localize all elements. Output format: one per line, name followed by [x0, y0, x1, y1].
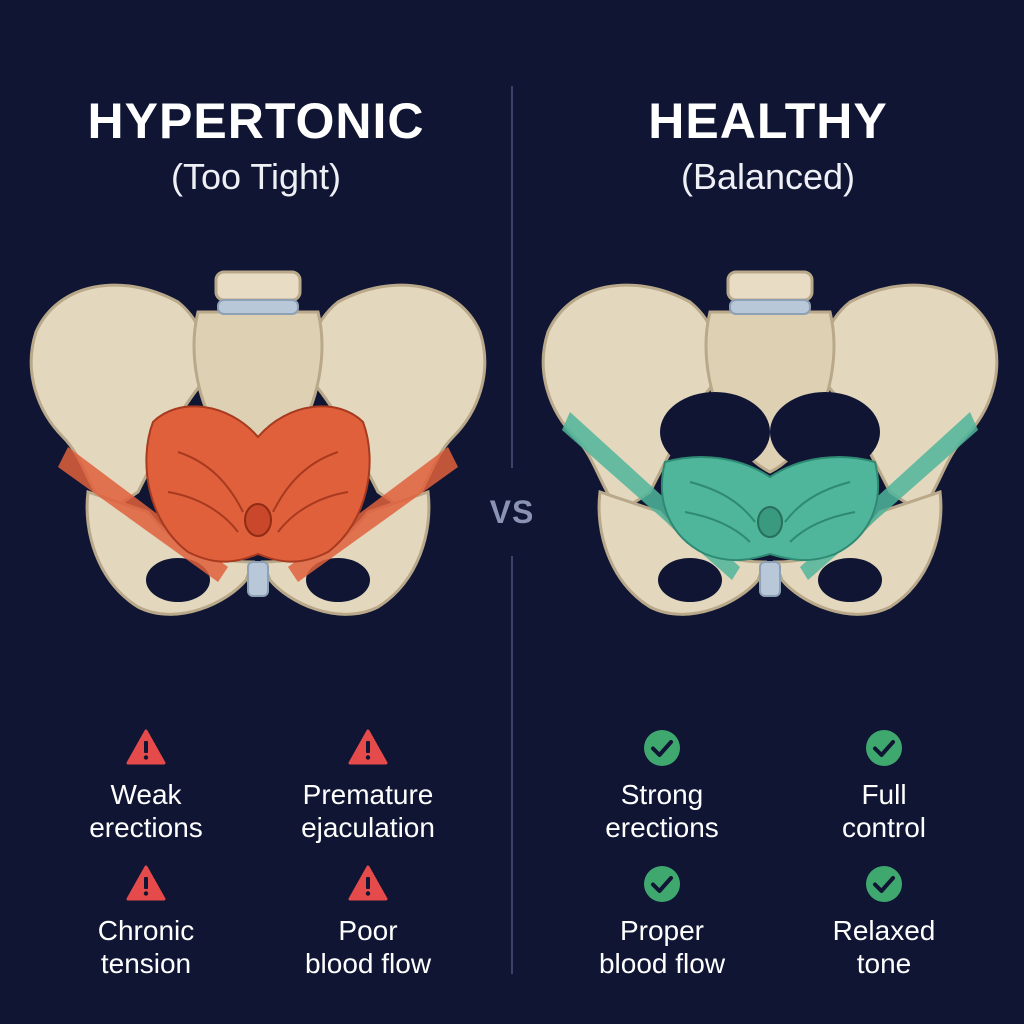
left-obturator [146, 558, 210, 602]
hypertonic-item-weak-erections: Weak erections [36, 728, 256, 844]
healthy-item-strong-erections: Strong erections [552, 728, 772, 844]
check-circle-icon [644, 730, 680, 766]
spinal-disc [217, 299, 299, 315]
anal-opening [757, 506, 783, 538]
left-obturator [658, 558, 722, 602]
vertebra [214, 270, 302, 302]
hypertonic-item-chronic-tension: Chronic tension [36, 864, 256, 980]
right-pelvic-opening [770, 392, 880, 472]
vs-label: VS [489, 494, 535, 530]
healthy-pelvis-illustration [541, 270, 999, 616]
anal-opening [244, 503, 272, 537]
right-obturator [306, 558, 370, 602]
hypertonic-item-premature-ejaculation: Premature ejaculation [258, 728, 478, 844]
check-circle-icon [644, 866, 680, 902]
healthy-item-relaxed-tone: Relaxed tone [774, 864, 994, 980]
check-circle-icon [866, 866, 902, 902]
vertebra [726, 270, 814, 302]
spinal-disc [729, 299, 811, 315]
hypertonic-title: HYPERTONIC [87, 93, 425, 149]
healthy-item-full-control: Full control [774, 728, 994, 844]
center-divider-bottom [511, 556, 513, 974]
hypertonic-pelvic-floor-muscles [58, 405, 458, 582]
warning-icon [348, 729, 388, 765]
pelvic-floor-muscle-mass [145, 405, 371, 563]
healthy-subtitle: (Balanced) [680, 156, 856, 197]
healthy-item-proper-blood-flow: Proper blood flow [552, 864, 772, 980]
pubic-symphysis [247, 561, 269, 597]
warning-icon [126, 729, 166, 765]
center-divider-top [511, 86, 513, 468]
hypertonic-pelvis-illustration [29, 270, 487, 616]
right-obturator [818, 558, 882, 602]
warning-icon [348, 865, 388, 901]
healthy-title: HEALTHY [648, 93, 888, 149]
left-pelvic-opening [660, 392, 770, 472]
healthy-pelvic-floor-muscles [562, 392, 978, 580]
pubic-symphysis [759, 561, 781, 597]
warning-icon [126, 865, 166, 901]
hypertonic-subtitle: (Too Tight) [170, 156, 342, 197]
check-circle-icon [866, 730, 902, 766]
hypertonic-item-poor-blood-flow: Poor blood flow [258, 864, 478, 980]
pelvis-bones [541, 270, 999, 616]
